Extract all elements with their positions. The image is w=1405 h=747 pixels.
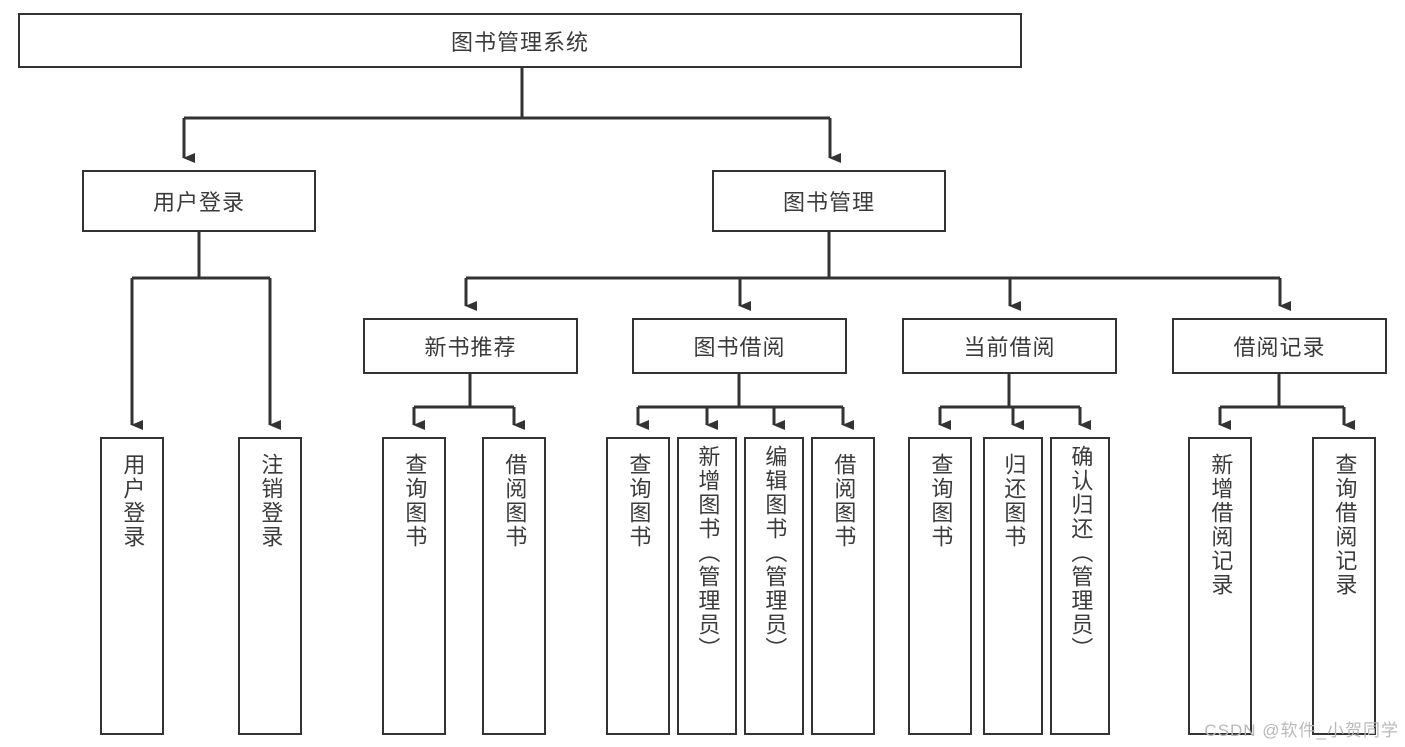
leaf-confirm-return-label: 确认归还（管理员） <box>1068 445 1094 661</box>
node-borrow-record[interactable]: 借阅记录 <box>1172 318 1387 374</box>
leaf-query-book-3[interactable]: 查询图书 <box>908 437 972 735</box>
node-book-borrow[interactable]: 图书借阅 <box>632 318 847 374</box>
leaf-add-book[interactable]: 新增图书（管理员） <box>677 437 737 735</box>
leaf-add-book-label: 新增图书（管理员） <box>695 445 721 661</box>
leaf-user-login-label: 用户登录 <box>120 453 146 549</box>
leaf-borrow-book-2-label: 借阅图书 <box>831 453 857 549</box>
leaf-query-book-2-label: 查询图书 <box>626 453 652 549</box>
node-root[interactable]: 图书管理系统 <box>18 13 1022 68</box>
node-root-label: 图书管理系统 <box>450 29 589 55</box>
leaf-query-book-2[interactable]: 查询图书 <box>606 437 670 735</box>
leaf-return-book-label: 归还图书 <box>1001 453 1027 549</box>
node-book-manage-label: 图书管理 <box>782 190 875 215</box>
node-current-borrow[interactable]: 当前借阅 <box>902 318 1117 374</box>
node-borrow-record-label: 借阅记录 <box>1233 335 1326 360</box>
leaf-user-logout-label: 注销登录 <box>258 453 284 549</box>
leaf-query-record-label: 查询借阅记录 <box>1332 453 1358 597</box>
leaf-user-login[interactable]: 用户登录 <box>100 437 164 735</box>
leaf-edit-book-label: 编辑图书（管理员） <box>762 445 788 661</box>
node-new-book-recommend-label: 新书推荐 <box>424 335 517 360</box>
node-book-manage[interactable]: 图书管理 <box>712 170 946 232</box>
leaf-user-logout[interactable]: 注销登录 <box>238 437 302 735</box>
node-new-book-recommend[interactable]: 新书推荐 <box>363 318 578 374</box>
leaf-query-book-3-label: 查询图书 <box>928 453 954 549</box>
node-user-login-label: 用户登录 <box>152 190 245 215</box>
leaf-borrow-book-1-label: 借阅图书 <box>502 453 528 549</box>
node-current-borrow-label: 当前借阅 <box>963 335 1056 360</box>
leaf-borrow-book-1[interactable]: 借阅图书 <box>482 437 546 735</box>
leaf-query-record[interactable]: 查询借阅记录 <box>1312 437 1376 735</box>
leaf-confirm-return[interactable]: 确认归还（管理员） <box>1050 437 1110 735</box>
leaf-return-book[interactable]: 归还图书 <box>983 437 1043 735</box>
leaf-query-book-1[interactable]: 查询图书 <box>382 437 446 735</box>
node-user-login[interactable]: 用户登录 <box>82 170 316 232</box>
leaf-query-book-1-label: 查询图书 <box>402 453 428 549</box>
leaf-edit-book[interactable]: 编辑图书（管理员） <box>744 437 804 735</box>
leaf-borrow-book-2[interactable]: 借阅图书 <box>811 437 875 735</box>
leaf-add-record[interactable]: 新增借阅记录 <box>1188 437 1252 735</box>
node-book-borrow-label: 图书借阅 <box>693 335 786 360</box>
leaf-add-record-label: 新增借阅记录 <box>1208 453 1234 597</box>
